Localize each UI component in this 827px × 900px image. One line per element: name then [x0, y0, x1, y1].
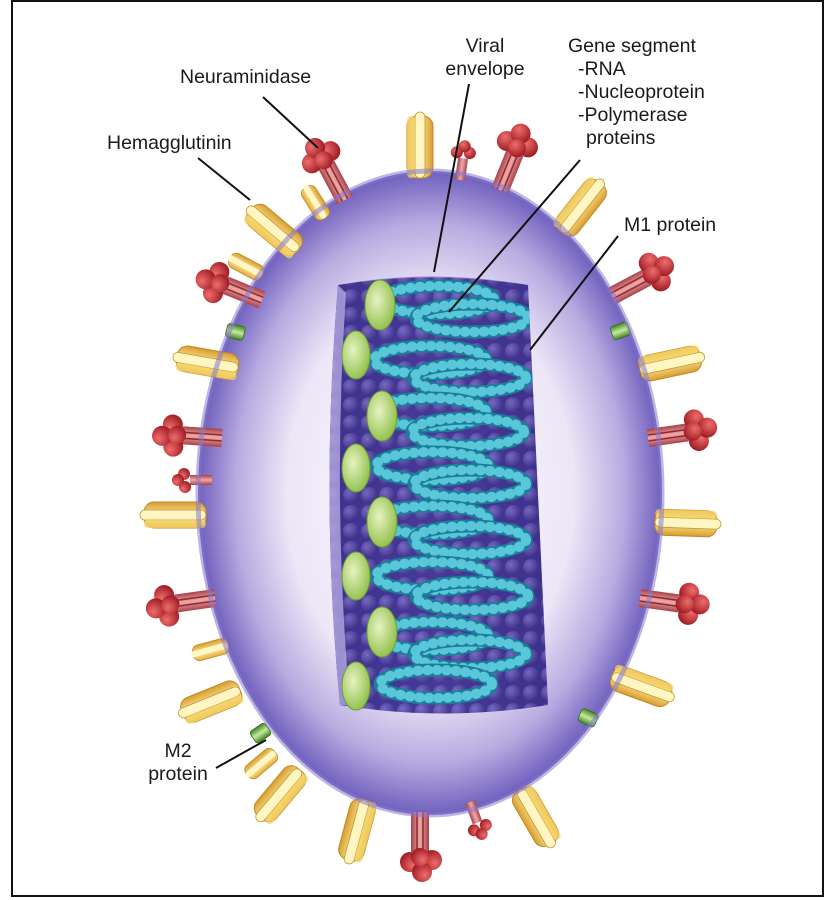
label-viral-envelope-line2: envelope: [433, 58, 537, 81]
neuraminidase-spike: [400, 812, 442, 882]
label-m2-protein-line2: protein: [136, 763, 220, 786]
hemagglutinin-spike: [174, 678, 245, 727]
leader-hemagglutinin: [198, 158, 250, 200]
label-gene-segment-polymerase: -Polymerase: [568, 104, 705, 127]
label-gene-segment-nucleoprotein: -Nucleoprotein: [568, 81, 705, 104]
label-m1-protein: M1 protein: [624, 214, 716, 237]
label-gene-segment-proteins: proteins: [568, 127, 705, 150]
hemagglutinin-spike: [407, 112, 433, 178]
label-viral-envelope-line1: Viral: [433, 35, 537, 58]
label-viral-envelope: Viral envelope: [433, 35, 537, 81]
hemagglutinin-spike: [335, 797, 377, 867]
hemagglutinin-spike: [608, 664, 679, 711]
label-m2-protein: M2 protein: [136, 740, 220, 786]
label-gene-segment-rna: -RNA: [568, 58, 705, 81]
label-gene-segment-title: Gene segment: [568, 35, 705, 58]
leader-neuraminidase: [263, 97, 318, 148]
label-hemagglutinin: Hemagglutinin: [107, 132, 232, 155]
hemagglutinin-spike: [655, 509, 722, 537]
label-m2-protein-line1: M2: [136, 740, 220, 763]
label-neuraminidase: Neuraminidase: [180, 66, 311, 89]
viral-core: [315, 270, 555, 730]
label-gene-segment: Gene segment -RNA -Nucleoprotein -Polyme…: [568, 35, 705, 150]
